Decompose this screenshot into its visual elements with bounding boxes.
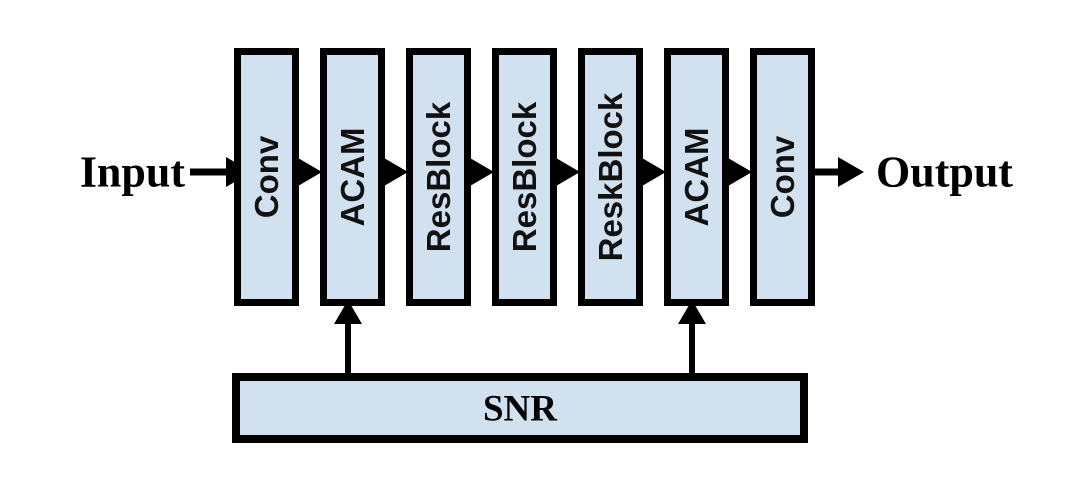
block-conv-1[interactable]: Conv	[234, 48, 299, 306]
block-resblock-1[interactable]: ResBlock	[406, 48, 471, 306]
block-conv-1-label: Conv	[248, 135, 285, 218]
connector-4-5	[556, 158, 580, 186]
output-label: Output	[876, 148, 1013, 197]
block-acam-1[interactable]: ACAM	[320, 48, 385, 306]
connector-3-4	[470, 158, 494, 186]
connector-1-2	[298, 158, 322, 186]
input-label: Input	[80, 148, 186, 197]
block-conv-2-label: Conv	[764, 135, 801, 218]
block-acam-2[interactable]: ACAM	[664, 48, 729, 306]
block-resblock-2[interactable]: ResBlock	[492, 48, 557, 306]
snr-block[interactable]: SNR	[232, 373, 808, 443]
connector-5-6	[642, 158, 666, 186]
output-arrow	[812, 157, 864, 187]
block-reskblock-3-label: ReskBlock	[592, 92, 629, 261]
snr-to-acam-2-arrow	[678, 300, 706, 375]
snr-label: SNR	[483, 389, 558, 430]
snr-to-acam-1-arrow	[334, 300, 362, 375]
block-conv-2[interactable]: Conv	[750, 48, 815, 306]
block-acam-2-label: ACAM	[678, 128, 715, 227]
block-resblock-2-label: ResBlock	[506, 101, 543, 252]
block-acam-1-label: ACAM	[334, 128, 371, 227]
connector-6-7	[728, 158, 752, 186]
block-reskblock-3[interactable]: ReskBlock	[578, 48, 643, 306]
block-resblock-1-label: ResBlock	[420, 101, 457, 252]
connector-2-3	[384, 158, 408, 186]
